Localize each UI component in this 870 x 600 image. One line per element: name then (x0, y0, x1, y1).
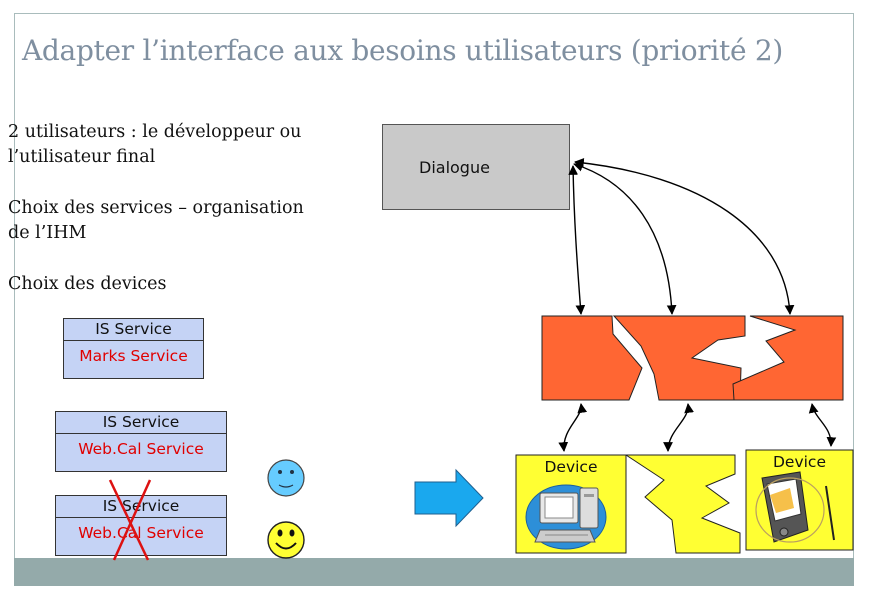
bullet-services: Choix des services – organisation de l’I… (8, 198, 304, 243)
device-fragment (624, 454, 741, 554)
ui-fragment-3 (732, 315, 844, 401)
bullet-devices: Choix des devices (8, 274, 167, 294)
arrow-dialogue-fragment-1 (568, 165, 586, 315)
slide-title: Adapter l’interface aux besoins utilisat… (22, 34, 783, 67)
footer-bar (14, 558, 854, 586)
arrow-fragment-device-3 (808, 403, 837, 447)
arrow-fragment-device-1 (558, 403, 588, 452)
service-box-marks[interactable]: IS Service Marks Service (63, 318, 204, 379)
service-name-label: Web.Cal Service (78, 524, 204, 542)
service-name-label: Web.Cal Service (78, 440, 204, 458)
transition-arrow-icon (414, 468, 484, 528)
service-type-label: IS Service (56, 496, 226, 518)
dialogue-box[interactable]: Dialogue (382, 124, 570, 210)
dialogue-label: Dialogue (419, 158, 490, 177)
bullet-users: 2 utilisateurs : le développeur ou l’uti… (8, 122, 302, 167)
pda-device-icon (755, 471, 835, 543)
service-type-label: IS Service (56, 412, 226, 434)
service-type-label: IS Service (64, 319, 203, 341)
neutral-face-icon (267, 459, 305, 497)
device-label-desktop: Device (544, 458, 598, 476)
ui-fragment-2 (612, 315, 746, 401)
device-label-pda: Device (772, 453, 826, 471)
desktop-computer-icon (525, 484, 607, 550)
service-box-webcal[interactable]: IS Service Web.Cal Service (55, 411, 227, 472)
ui-fragment-1 (541, 315, 643, 401)
arrow-dialogue-fragment-3 (574, 158, 795, 315)
arrow-fragment-device-2 (663, 403, 694, 452)
arrow-dialogue-fragment-2 (573, 162, 677, 315)
smiley-face-icon (267, 521, 305, 559)
service-name-label: Marks Service (79, 347, 188, 365)
cross-out-icon (108, 479, 152, 561)
